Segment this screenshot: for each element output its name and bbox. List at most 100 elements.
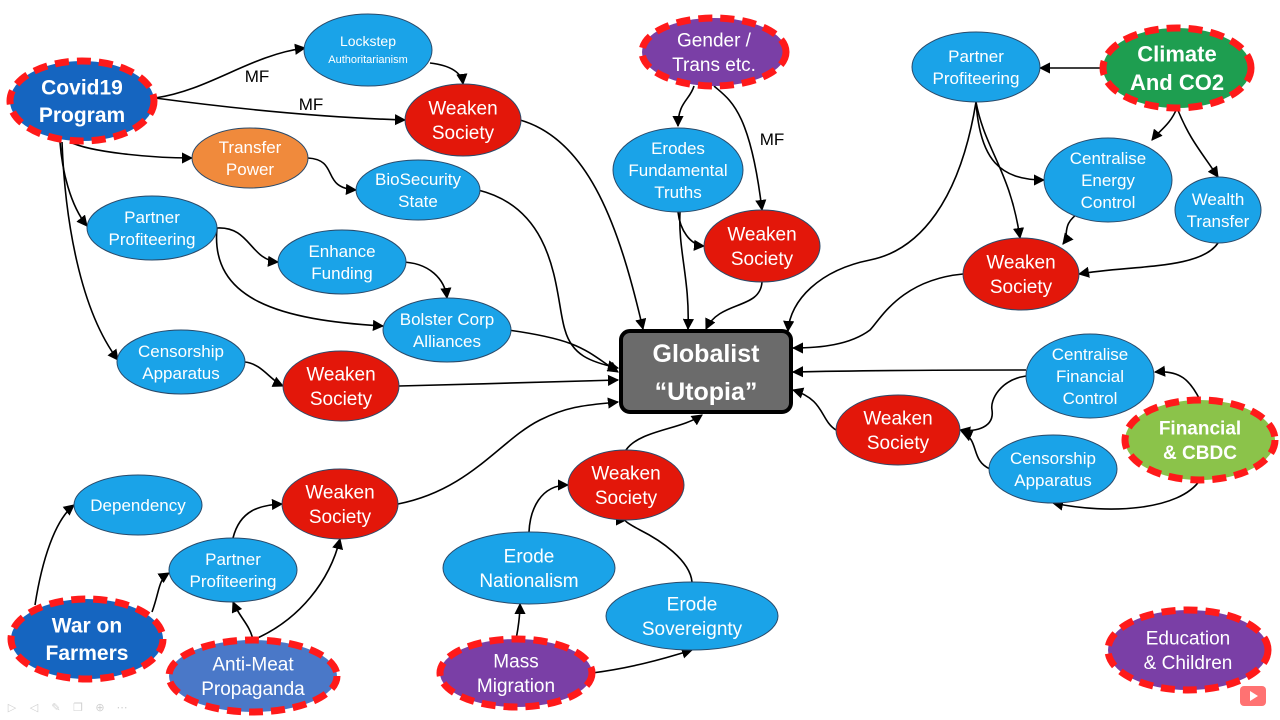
edge-arrow-19 <box>677 211 706 251</box>
edge-arrow-30 <box>791 366 1027 378</box>
edge-arrow-3 <box>429 62 468 86</box>
node-partner2-label-2: Profiteering <box>933 69 1020 88</box>
youtube-subscribe-icon[interactable] <box>1240 686 1266 706</box>
node-farmers-label-1: War on <box>52 615 122 638</box>
edge-arrow-2 <box>154 97 407 126</box>
node-covid-label-1: Covid19 <box>41 77 123 100</box>
mf-label-3: MF <box>760 130 785 149</box>
node-weaken5-shape <box>835 394 961 466</box>
edge-labels-layer: MF MF MF <box>245 67 785 149</box>
play-icon[interactable]: ▷ <box>7 701 17 714</box>
mf-label-2: MF <box>299 95 324 114</box>
node-transfer-shape <box>191 127 309 189</box>
edge-arrow-44 <box>615 514 693 583</box>
node-weaken3-label-2: Society <box>731 249 794 270</box>
node-antimeat-shape <box>165 636 341 716</box>
node-cbdc-label-2: & CBDC <box>1163 443 1237 464</box>
node-partner3-label-1: Partner <box>205 550 261 569</box>
node-cbdc: Financial& CBDC <box>1121 396 1279 484</box>
node-weaken1-label-1: Weaken <box>428 98 497 119</box>
edge-arrow-41 <box>397 397 620 505</box>
edge-arrow-12 <box>398 374 620 387</box>
node-energy-label-1: Centralise <box>1070 149 1147 168</box>
node-sovereignty-label-2: Sovereignty <box>642 619 743 640</box>
node-weaken4-label-2: Society <box>990 277 1053 298</box>
node-education-label-2: & Children <box>1144 653 1233 674</box>
node-energy-shape <box>1043 137 1173 223</box>
node-bolster-label-1: Bolster Corp <box>400 310 494 329</box>
edge-arrow-43 <box>528 479 570 533</box>
edge-arrow-14 <box>477 189 620 372</box>
nodes-layer: Covid19ProgramLockstepAuthoritarianismWe… <box>6 13 1279 716</box>
node-finctrl-shape <box>1025 333 1155 419</box>
node-erodes-label-1: Erodes <box>651 139 705 158</box>
edges-layer <box>34 43 1219 674</box>
node-enhance-shape <box>277 229 407 295</box>
edge-arrow-5 <box>307 157 358 196</box>
node-censor1-label-2: Apparatus <box>142 364 220 383</box>
more-icon[interactable]: ⋯ <box>116 701 128 714</box>
node-weaken2-shape <box>282 350 400 422</box>
node-weaken4-shape <box>962 237 1080 311</box>
edge-arrow-46 <box>591 647 694 674</box>
node-antimeat-label-1: Anti-Meat <box>212 654 294 675</box>
node-dependency-label-1: Dependency <box>90 496 186 515</box>
edit-icon[interactable]: ✎ <box>51 701 61 714</box>
copy-icon[interactable]: ❐ <box>73 701 83 714</box>
node-censor2-label-2: Apparatus <box>1014 471 1092 490</box>
edge-arrow-37 <box>151 572 170 613</box>
node-weaken6-shape <box>281 468 399 540</box>
node-weaken2-label-2: Society <box>310 389 373 410</box>
edge-arrow-24 <box>975 101 1046 186</box>
edge-arrow-23 <box>1176 107 1219 178</box>
center-title-line2: “Utopia” <box>655 378 758 406</box>
node-biosec-shape <box>355 159 481 221</box>
node-cbdc-shape <box>1121 396 1279 484</box>
edge-arrow-20 <box>705 281 763 331</box>
node-bolster-shape <box>382 297 512 363</box>
edge-arrow-11 <box>244 361 285 387</box>
edge-arrow-8 <box>216 227 280 267</box>
node-partner1-label-1: Partner <box>124 208 180 227</box>
edge-arrow-31 <box>1153 365 1201 401</box>
node-education-label-1: Education <box>1146 628 1231 649</box>
node-climate-label-2: And CO2 <box>1130 70 1224 95</box>
edge-arrow-39 <box>231 600 254 641</box>
node-wealth-label-1: Wealth <box>1192 190 1245 209</box>
node-biosec-label-1: BioSecurity <box>375 170 461 189</box>
node-energy-label-3: Control <box>1081 193 1136 212</box>
edge-arrow-38 <box>232 498 284 539</box>
edge-arrow-36 <box>34 504 75 606</box>
edge-arrow-29 <box>791 273 964 354</box>
edge-arrow-15 <box>507 329 619 373</box>
node-weaken2-label-1: Weaken <box>306 364 375 385</box>
node-weaken4-label-1: Weaken <box>986 252 1055 273</box>
node-lockstep-label-1: Lockstep <box>340 33 396 49</box>
edge-arrow-9 <box>215 227 385 332</box>
node-gender-label-1: Gender / <box>677 30 752 51</box>
zoom-icon[interactable]: ⊕ <box>95 701 105 714</box>
node-weaken7-label-1: Weaken <box>591 463 660 484</box>
node-weaken6-label-2: Society <box>309 507 372 528</box>
node-gender-label-2: Trans etc. <box>672 55 756 76</box>
node-nationalism-label-2: Nationalism <box>479 571 578 592</box>
node-partner3-shape <box>168 537 298 603</box>
node-finctrl-label-3: Control <box>1063 389 1118 408</box>
back-icon[interactable]: ◁ <box>29 701 39 714</box>
edge-arrow-10 <box>399 261 452 300</box>
node-wealth-shape <box>1174 176 1262 244</box>
node-weaken3-shape <box>703 209 821 283</box>
node-migration-label-2: Migration <box>477 676 555 697</box>
node-education-shape <box>1104 606 1272 694</box>
edge-arrow-25 <box>975 101 1025 240</box>
edge-arrow-1 <box>154 43 307 99</box>
